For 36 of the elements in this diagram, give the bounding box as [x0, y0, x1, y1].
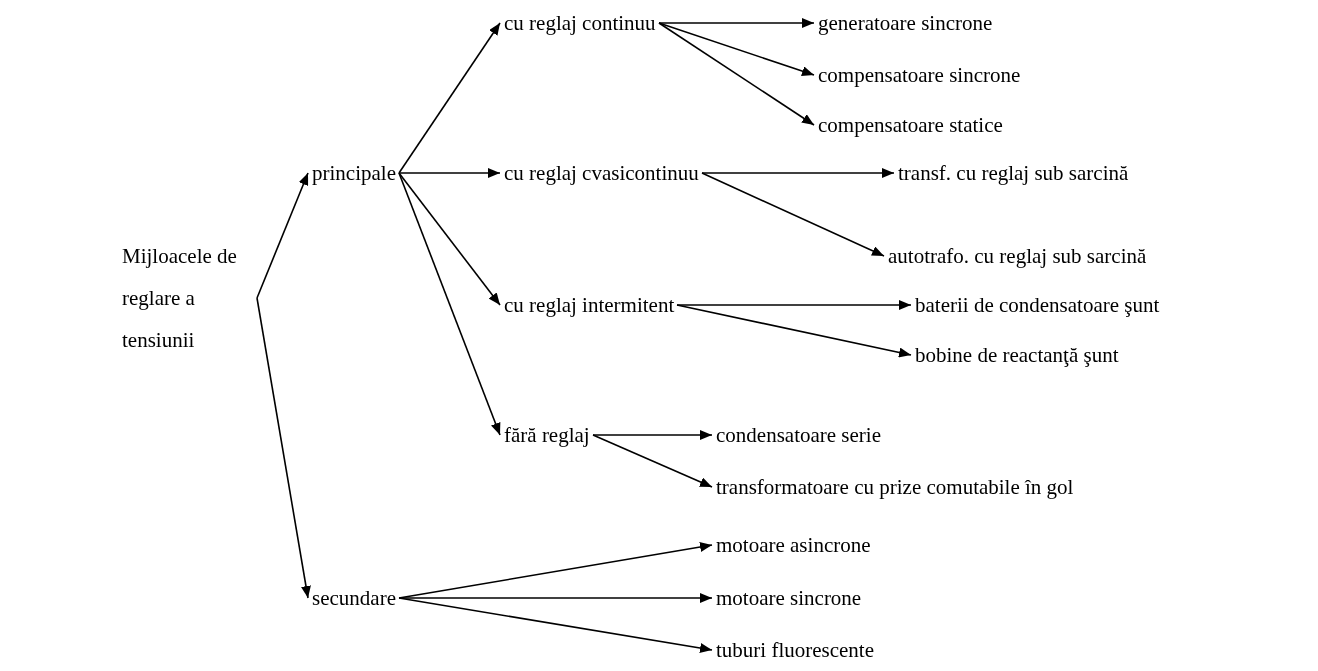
node-label: compensatoare sincrone	[818, 62, 1021, 88]
node-label: motoare sincrone	[716, 585, 862, 611]
arrow	[701, 172, 885, 257]
arrow	[256, 297, 311, 599]
node-label: Mijloacele de reglare a tensiunii	[122, 235, 254, 361]
node-label: transformatoare cu prize comutabile în gol	[716, 474, 1074, 500]
arrow	[398, 172, 501, 306]
arrow	[398, 597, 713, 653]
arrow	[676, 300, 912, 310]
arrow	[256, 172, 309, 299]
node-label: generatoare sincrone	[818, 10, 993, 36]
arrow	[398, 168, 501, 178]
arrow	[676, 304, 912, 358]
node-label: motoare asincrone	[716, 532, 871, 558]
node-label: condensatoare serie	[716, 422, 881, 448]
arrow	[398, 22, 501, 174]
arrow	[658, 18, 815, 28]
arrow	[701, 168, 895, 178]
node-label: cu reglaj continuu	[504, 10, 656, 36]
node-label: secundare	[312, 585, 396, 611]
arrow	[658, 22, 815, 126]
node-label: principale	[312, 160, 396, 186]
arrow	[398, 593, 713, 603]
arrow	[658, 22, 815, 76]
node-label: baterii de condensatoare şunt	[915, 292, 1160, 318]
node-label: autotrafo. cu reglaj sub sarcină	[888, 243, 1147, 269]
arrow	[592, 434, 713, 488]
node-label: transf. cu reglaj sub sarcină	[898, 160, 1129, 186]
node-label: cu reglaj intermitent	[504, 292, 675, 318]
node-label: bobine de reactanţă şunt	[915, 342, 1119, 368]
node-label: fără reglaj	[504, 422, 590, 448]
node-label: tuburi fluorescente	[716, 637, 875, 663]
arrow	[398, 172, 501, 436]
node-label: cu reglaj cvasicontinuu	[504, 160, 699, 186]
node-label: compensatoare statice	[818, 112, 1003, 138]
arrow	[592, 430, 713, 440]
